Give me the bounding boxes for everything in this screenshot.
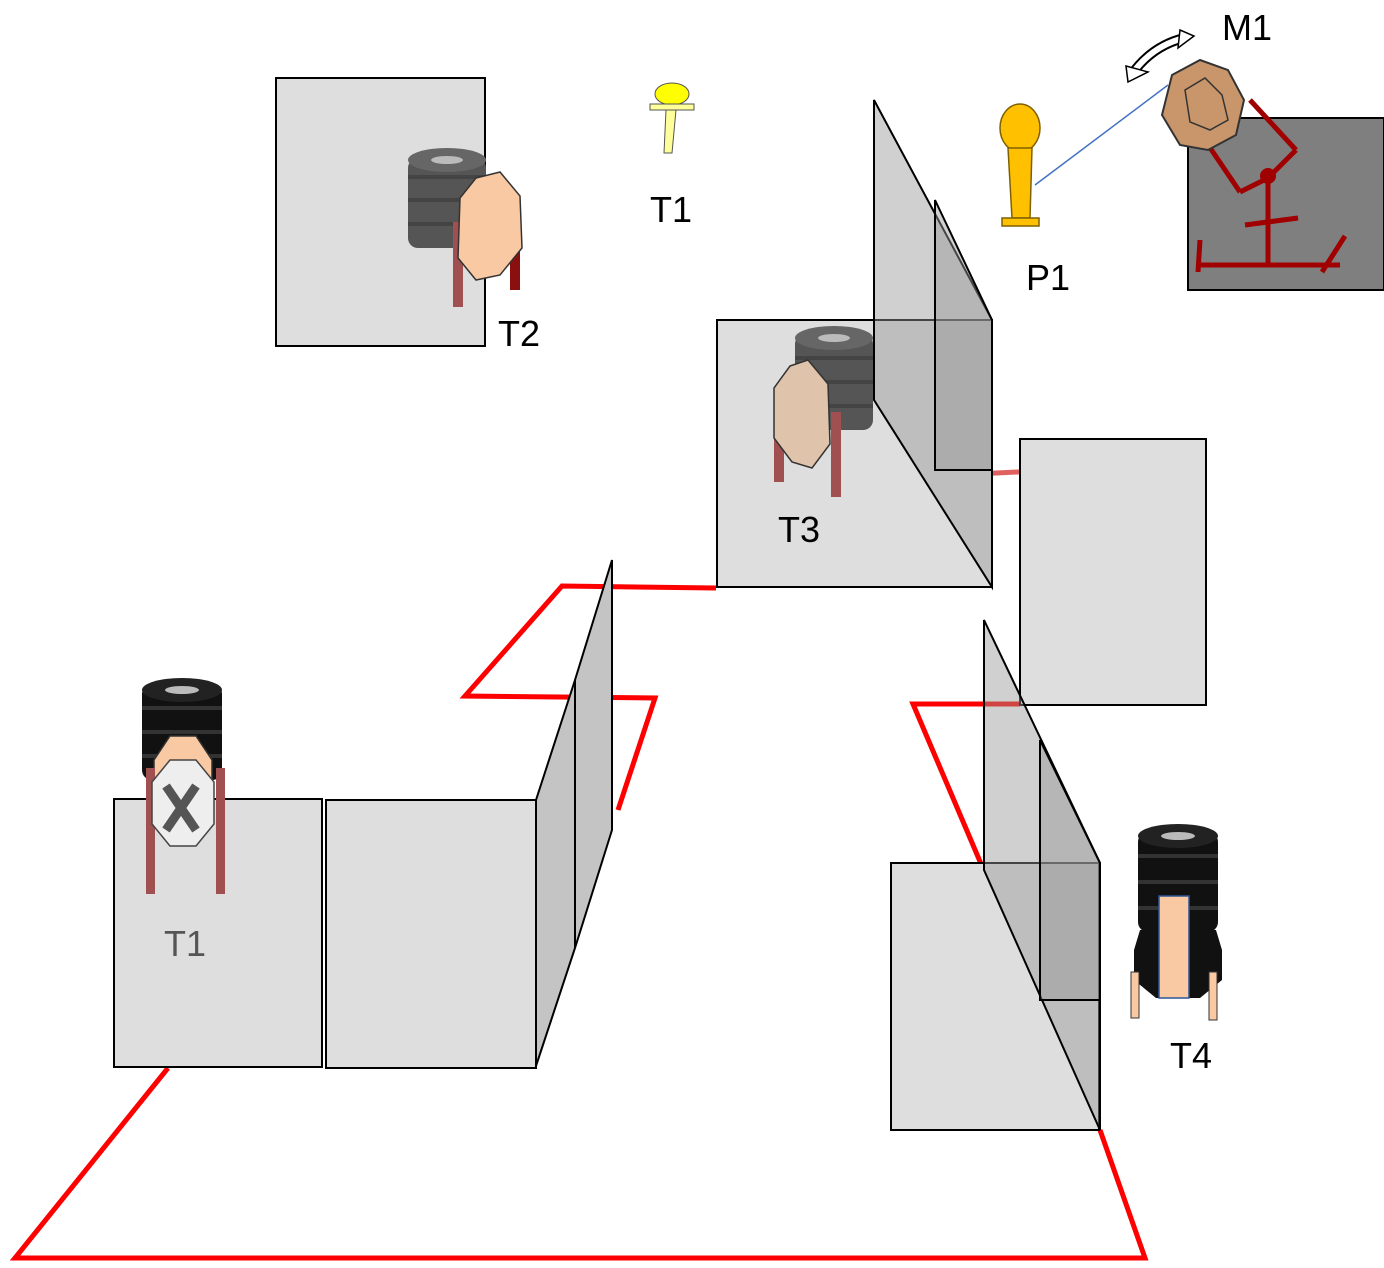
target-post (510, 242, 520, 290)
label-p1: P1 (1026, 257, 1070, 298)
panel-right-upper (1019, 438, 1207, 706)
target-face (773, 359, 831, 469)
route-mid-zigzag (459, 583, 717, 811)
wall-angled (574, 559, 613, 949)
mover-m1: M1 (1125, 7, 1384, 291)
wall-angled (873, 99, 993, 591)
curved-double-arrow-icon (1125, 28, 1196, 84)
target-t1-top: T1 (649, 82, 695, 230)
label-t2: T2 (498, 313, 540, 354)
mover-target-face (1160, 58, 1246, 152)
panel-lower-right-group (890, 619, 1101, 1131)
target-post (831, 412, 841, 497)
target-t1-bottom (142, 678, 225, 894)
panel-center-left (325, 799, 537, 1069)
target-post (453, 222, 463, 307)
wall-angled (1039, 739, 1101, 1001)
label-m1: M1 (1222, 7, 1272, 48)
panel-t3-group: T3 (716, 99, 993, 591)
target-face (457, 171, 523, 281)
mover-base (1187, 117, 1384, 291)
wall-angled (535, 679, 576, 1067)
wall-angled (934, 199, 993, 471)
route-bottom-loop (9, 1066, 1149, 1261)
panel-lower-right (890, 862, 1100, 1131)
panel-t1-group: T1 (113, 559, 613, 1069)
popper-p1: P1 (999, 84, 1169, 298)
label-t4: T4 (1170, 1035, 1212, 1076)
target-post (774, 420, 784, 482)
x-mark-icon (162, 783, 200, 833)
target-t4: T4 (1130, 824, 1222, 1076)
label-t1-bottom: T1 (164, 923, 206, 964)
label-t1-top: T1 (650, 189, 692, 230)
panel-t2: T2 (275, 77, 540, 354)
label-t3: T3 (778, 509, 820, 550)
